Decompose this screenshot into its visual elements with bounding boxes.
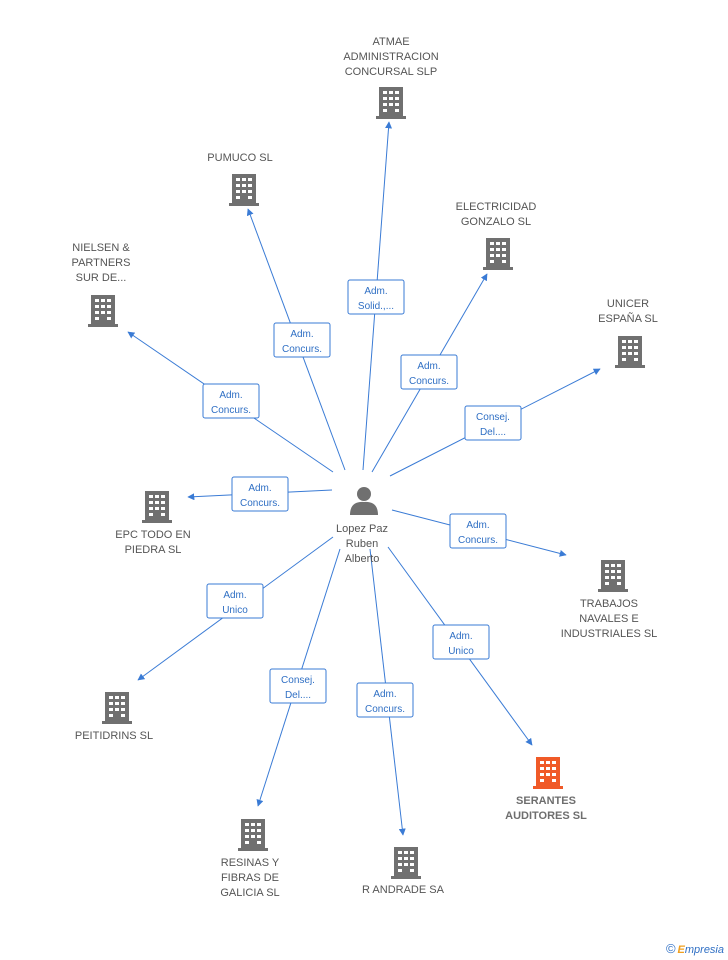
role-badge-serantes[interactable]: Adm. Unico	[432, 624, 490, 660]
company-name-line: GALICIA SL	[220, 887, 279, 899]
person-icon	[350, 487, 378, 515]
company-node-randrade[interactable]: R ANDRADE SA	[362, 847, 445, 896]
company-name-line: AUDITORES SL	[505, 810, 587, 822]
role-badge-trabajos[interactable]: Adm. Concurs.	[449, 513, 507, 549]
role-text: Adm.	[449, 631, 472, 642]
company-name-line: CONCURSAL SLP	[345, 66, 438, 78]
company-name-line: PEITIDRINS SL	[75, 730, 153, 742]
copyright-symbol: ©	[665, 941, 676, 956]
company-node-electricidad[interactable]: ELECTRICIDAD GONZALO SL	[456, 201, 537, 270]
role-text: Adm.	[373, 689, 396, 700]
person-name-line: Ruben	[346, 538, 378, 550]
company-name-line: SERANTES	[516, 795, 576, 807]
role-text: Del....	[285, 690, 311, 701]
company-node-trabajos[interactable]: TRABAJOS NAVALES E INDUSTRIALES SL	[561, 560, 658, 640]
role-text: Concurs.	[409, 376, 449, 387]
company-name-line: UNICER	[607, 298, 649, 310]
building-icon	[238, 819, 268, 851]
company-name-line: NAVALES E	[579, 613, 639, 625]
building-icon	[102, 692, 132, 724]
building-icon	[615, 336, 645, 368]
brand-logo: ©Empresia	[666, 941, 724, 956]
company-node-pumuco[interactable]: PUMUCO SL	[207, 152, 273, 206]
building-icon	[483, 238, 513, 270]
role-text: Del....	[480, 427, 506, 438]
company-name-line: EPC TODO EN	[115, 529, 190, 541]
company-name-line: PIEDRA SL	[125, 544, 182, 556]
building-icon	[391, 847, 421, 879]
company-name-line: PARTNERS	[72, 257, 131, 269]
building-icon	[376, 87, 406, 119]
role-text: Adm.	[223, 590, 246, 601]
role-text: Concurs.	[211, 405, 251, 416]
role-text: Consej.	[476, 412, 510, 423]
company-name-line: TRABAJOS	[580, 598, 638, 610]
company-node-unicer[interactable]: UNICER ESPAÑA SL	[598, 298, 658, 368]
role-badge-pumuco[interactable]: Adm. Concurs.	[273, 322, 331, 358]
role-text: Unico	[448, 646, 474, 657]
company-name-line: ESPAÑA SL	[598, 312, 658, 325]
company-name-line: GONZALO SL	[461, 216, 531, 228]
role-text: Concurs.	[458, 535, 498, 546]
company-node-serantes[interactable]: SERANTES AUDITORES SL	[505, 757, 587, 822]
company-name-line: ADMINISTRACION	[343, 51, 438, 63]
person-name-line: Lopez Paz	[336, 523, 388, 535]
company-name-line: PUMUCO SL	[207, 152, 272, 164]
role-text: Adm.	[466, 520, 489, 531]
company-node-nielsen[interactable]: NIELSEN & PARTNERS SUR DE...	[72, 242, 131, 327]
role-text: Adm.	[290, 329, 313, 340]
company-name-line: INDUSTRIALES SL	[561, 628, 658, 640]
role-badge-atmae[interactable]: Adm. Solid.,...	[347, 279, 405, 315]
role-badge-randrade[interactable]: Adm. Concurs.	[356, 682, 414, 718]
company-name-line: SUR DE...	[76, 272, 127, 284]
company-node-atmae[interactable]: ATMAE ADMINISTRACION CONCURSAL SLP	[343, 36, 439, 119]
brand-name: mpresia	[684, 944, 724, 956]
company-name-line: RESINAS Y	[221, 857, 280, 869]
company-name-line: R ANDRADE SA	[362, 884, 445, 896]
person-name-line: Alberto	[345, 553, 380, 565]
company-name-line: NIELSEN &	[72, 242, 130, 254]
building-icon	[229, 174, 259, 206]
company-name-line: ELECTRICIDAD	[456, 201, 537, 213]
role-badge-resinas[interactable]: Consej. Del....	[269, 668, 327, 704]
role-badge-nielsen[interactable]: Adm. Concurs.	[202, 383, 260, 419]
brand-initial: E	[677, 944, 685, 956]
role-text: Adm.	[248, 483, 271, 494]
role-text: Adm.	[364, 286, 387, 297]
company-node-peitidrins[interactable]: PEITIDRINS SL	[75, 692, 153, 742]
building-icon	[598, 560, 628, 592]
role-text: Consej.	[281, 675, 315, 686]
building-icon	[533, 757, 563, 789]
building-icon	[88, 295, 118, 327]
role-text: Unico	[222, 605, 248, 616]
role-text: Concurs.	[240, 498, 280, 509]
role-badge-electricidad[interactable]: Adm. Concurs.	[400, 354, 458, 390]
role-text: Adm.	[219, 390, 242, 401]
role-text: Concurs.	[282, 344, 322, 355]
role-badge-peitidrins[interactable]: Adm. Unico	[206, 583, 264, 619]
company-name-line: FIBRAS DE	[221, 872, 279, 884]
role-badge-unicer[interactable]: Consej. Del....	[464, 405, 522, 441]
role-text: Adm.	[417, 361, 440, 372]
company-node-resinas[interactable]: RESINAS Y FIBRAS DE GALICIA SL	[220, 819, 280, 899]
company-node-epc[interactable]: EPC TODO EN PIEDRA SL	[115, 491, 191, 556]
role-text: Concurs.	[365, 704, 405, 715]
company-name-line: ATMAE	[372, 36, 409, 48]
role-badge-epc[interactable]: Adm. Concurs.	[231, 476, 289, 512]
building-icon	[142, 491, 172, 523]
role-text: Solid.,...	[358, 301, 394, 312]
